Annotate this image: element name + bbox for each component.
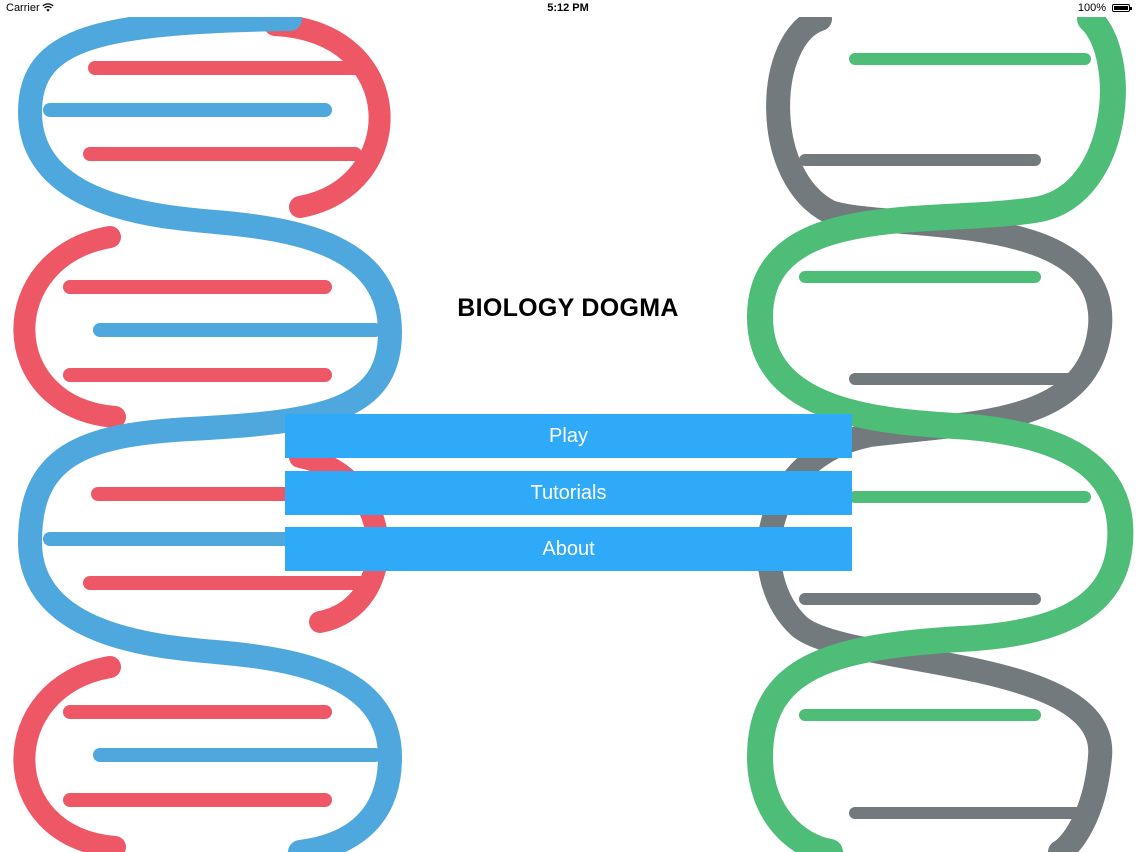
tutorials-button[interactable]: Tutorials [285,471,852,515]
wifi-icon [42,3,54,12]
battery-icon [1112,4,1132,12]
about-button[interactable]: About [285,527,852,571]
play-button[interactable]: Play [285,414,852,458]
status-time: 5:12 PM [547,2,589,14]
carrier-label: Carrier [6,2,40,14]
about-button-label: About [542,537,595,560]
tutorials-button-label: Tutorials [530,481,607,504]
status-bar: Carrier 5:12 PM 100% [0,0,1136,17]
app-title: BIOLOGY DOGMA [457,294,679,322]
dna-helix-left-illustration [13,17,403,852]
play-button-label: Play [549,424,588,447]
dna-helix-right-illustration [746,17,1134,852]
battery-percentage: 100% [1077,2,1106,14]
